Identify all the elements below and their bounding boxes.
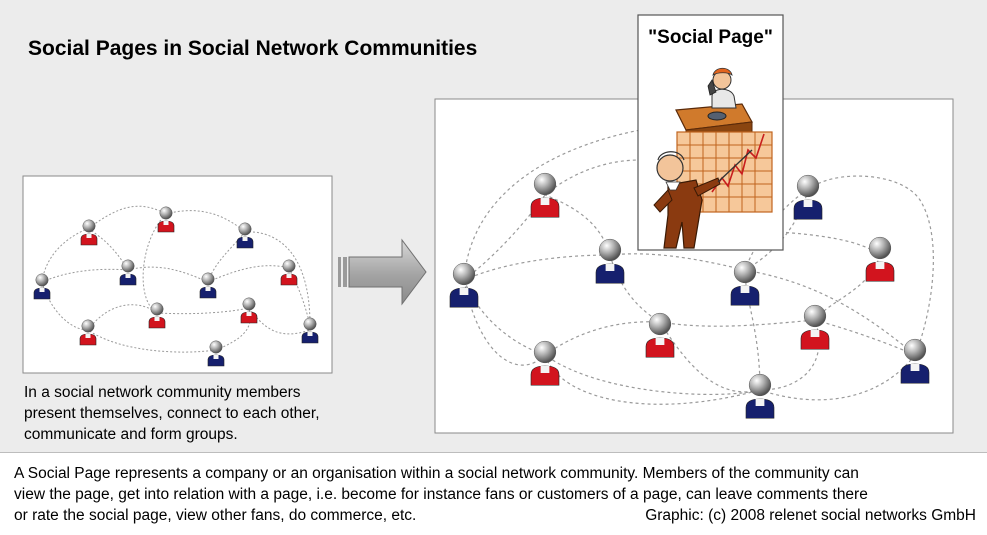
caption-line: In a social network community members — [24, 384, 301, 401]
member-icon — [793, 174, 823, 220]
footer-description: A Social Page represents a company or an… — [14, 463, 979, 526]
footer-line: or rate the social page, view other fans… — [14, 507, 417, 524]
page-title: Social Pages in Social Network Communiti… — [28, 37, 478, 60]
caption-line: present themselves, connect to each othe… — [24, 405, 320, 422]
small-network-members — [33, 206, 319, 367]
copyright-credit: Graphic: (c) 2008 relenet social network… — [645, 507, 976, 524]
member-icon — [865, 236, 895, 282]
presenter-illustration — [653, 149, 753, 249]
member-icon — [119, 259, 137, 286]
member-icon — [157, 206, 175, 233]
member-icon — [236, 222, 254, 249]
large-network-members — [449, 172, 930, 419]
transition-arrow — [338, 238, 427, 306]
member-icon — [530, 172, 560, 218]
member-icon — [207, 340, 225, 367]
member-icon — [301, 317, 319, 344]
large-network-links — [463, 129, 934, 405]
member-icon — [80, 219, 98, 246]
member-icon — [148, 302, 166, 329]
footer-line: A Social Page represents a company or an… — [14, 465, 859, 482]
member-icon — [280, 259, 298, 286]
member-icon — [449, 262, 479, 308]
member-icon — [240, 297, 258, 324]
member-icon — [199, 272, 217, 299]
footer-line: view the page, get into relation with a … — [14, 486, 868, 503]
footer-panel: A Social Page represents a company or an… — [0, 452, 987, 535]
small-network-panel — [22, 175, 333, 374]
member-icon — [645, 312, 675, 358]
member-icon — [800, 304, 830, 350]
member-icon — [79, 319, 97, 346]
member-icon — [730, 260, 760, 306]
caption-line: communicate and form groups. — [24, 426, 238, 443]
community-caption: In a social network community members pr… — [24, 382, 394, 445]
member-icon — [745, 373, 775, 419]
member-icon — [595, 238, 625, 284]
social-page-label: "Social Page" — [648, 27, 773, 48]
member-icon — [900, 338, 930, 384]
member-icon — [33, 273, 51, 300]
member-icon — [530, 340, 560, 386]
